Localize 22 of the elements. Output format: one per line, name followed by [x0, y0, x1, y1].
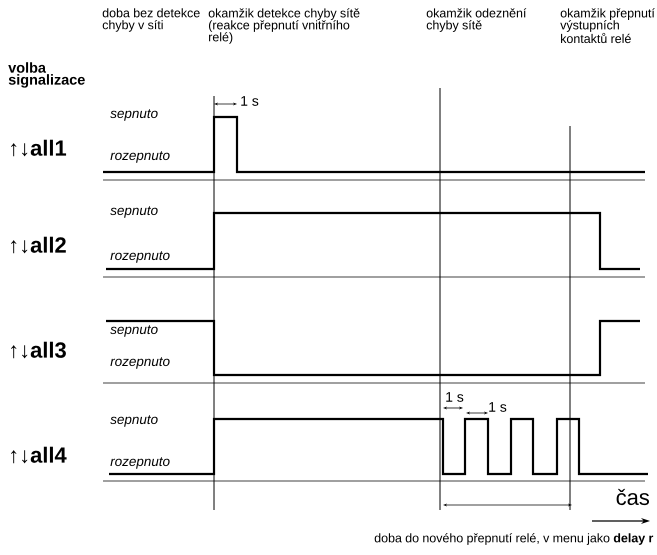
state-label: rozepnuto [110, 151, 170, 163]
state-label: sepnuto [110, 325, 158, 337]
signal-name: ↑↓all3 [11, 342, 66, 358]
dimension-label: 1 s [446, 392, 464, 402]
header-note: doba bez detekce chyby v síti [102, 8, 200, 32]
state-label: sepnuto [110, 109, 158, 121]
header-note: okamžik detekce chyby sítě (reakce přepnutí vnitřního relé) [208, 8, 360, 44]
signal-name: ↑↓all1 [11, 140, 66, 156]
axis-label: čas [616, 488, 650, 506]
header-note: okamžik přepnutí výstupních kontaktů relé [560, 8, 655, 44]
header-note: okamžik odeznění chyby sítě [426, 8, 526, 32]
state-label: rozepnuto [110, 251, 170, 263]
signal-name: ↑↓all4 [11, 446, 67, 464]
state-label: rozepnuto [110, 457, 170, 469]
footnote: doba do nového přepnutí relé, v menu jako delay r [374, 533, 654, 545]
dimension-label: 1 s [489, 402, 506, 412]
state-label: sepnuto [110, 415, 158, 427]
heading: volba signalizace [8, 62, 85, 88]
signal-name: ↑↓all2 [11, 236, 66, 254]
state-label: rozepnuto [110, 357, 170, 369]
dimension-label: 1 s [241, 96, 258, 106]
state-label: sepnuto [110, 206, 158, 218]
